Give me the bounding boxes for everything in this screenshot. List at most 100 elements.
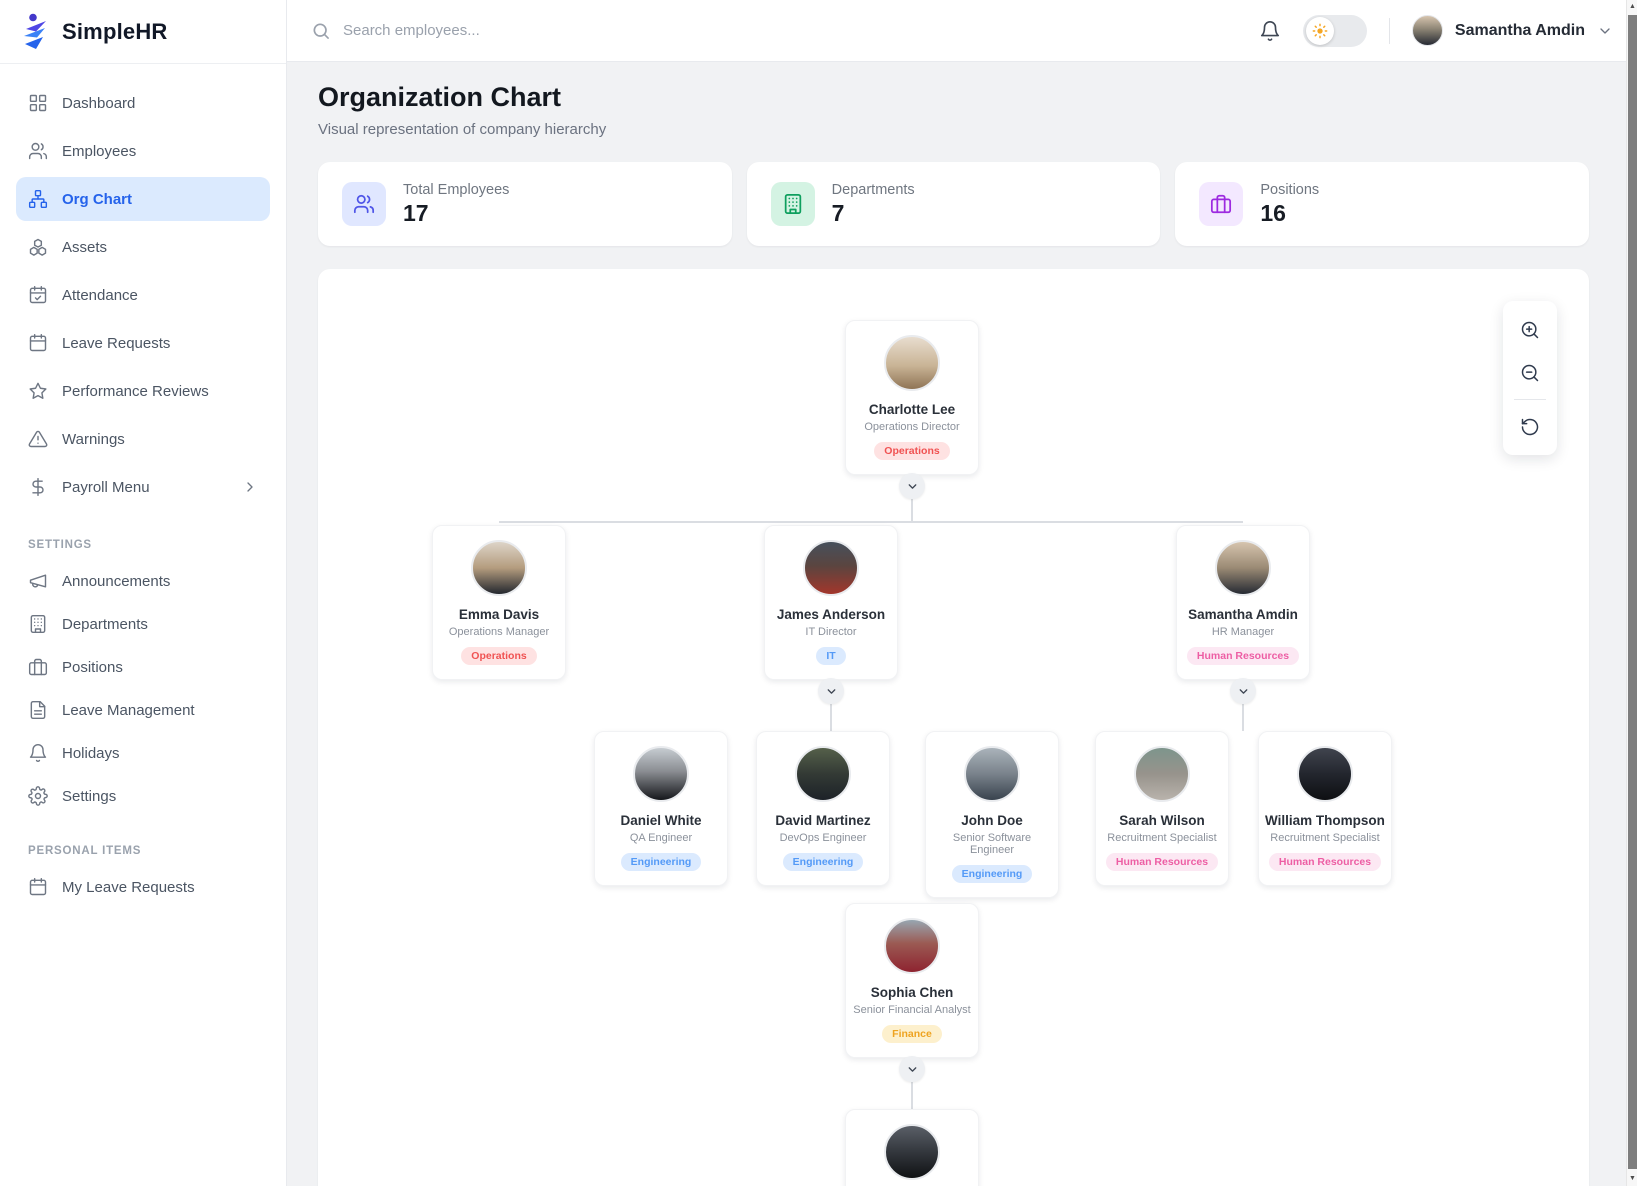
sidebar-item-employees[interactable]: Employees: [16, 129, 270, 173]
avatar: [1297, 746, 1353, 802]
sidebar-item-label: Leave Requests: [62, 334, 171, 352]
star-icon: [29, 382, 47, 399]
sidebar-item-leave-requests[interactable]: Leave Requests: [16, 321, 270, 365]
sidebar-item-assets[interactable]: Assets: [16, 225, 270, 269]
org-node-john-doe[interactable]: John Doe Senior Software Engineer Engine…: [925, 731, 1059, 898]
chevron-down-icon: [1239, 688, 1247, 694]
vertical-scrollbar[interactable]: ▲ ▼: [1626, 0, 1637, 1186]
avatar: [795, 746, 851, 802]
employee-name: Samantha Amdin: [1188, 607, 1298, 622]
employee-name: James Anderson: [776, 607, 886, 622]
org-node-daniel-white[interactable]: Daniel White QA Engineer Engineering: [594, 731, 728, 886]
department-badge: Finance: [882, 1025, 942, 1043]
sidebar-item-attendance[interactable]: Attendance: [16, 273, 270, 317]
file-text-icon: [30, 700, 46, 720]
employee-title: Operations Director: [864, 421, 960, 433]
chevron-right-icon: [247, 482, 253, 492]
stat-card-departments: Departments 7: [746, 162, 1161, 246]
org-node-sophia-chen[interactable]: Sophia Chen Senior Financial Analyst Fin…: [845, 903, 979, 1058]
chevron-down-icon: [908, 483, 916, 489]
sidebar-item-label: Warnings: [62, 430, 125, 448]
stat-icon-tile: [1199, 182, 1244, 226]
department-badge: Operations: [874, 442, 950, 460]
brand-name: SimpleHR: [62, 19, 168, 45]
megaphone-icon: [29, 574, 47, 588]
collapse-node-button[interactable]: [899, 1056, 925, 1082]
employee-name: Charlotte Lee: [868, 402, 956, 417]
stat-card-total-employees: Total Employees 17: [318, 162, 732, 246]
scrollbar-thumb[interactable]: [1628, 15, 1637, 1169]
zoom-out-button[interactable]: [1503, 351, 1557, 394]
users-icon: [28, 142, 48, 160]
sidebar-item-performance-reviews[interactable]: Performance Reviews: [16, 369, 270, 413]
sidebar-item-label: Holidays: [62, 744, 120, 762]
org-node-william-thompson[interactable]: William Thompson Recruitment Specialist …: [1258, 731, 1392, 886]
stat-value: 16: [1260, 199, 1286, 226]
topbar-actions: Samantha Amdin: [1259, 14, 1613, 47]
sidebar: SimpleHR Dashboard Employees Org Chart A…: [0, 0, 287, 1186]
collapse-node-button[interactable]: [1230, 678, 1256, 704]
page-subtitle: Visual representation of company hierarc…: [318, 121, 607, 138]
sidebar-item-payroll-menu[interactable]: Payroll Menu: [16, 465, 270, 509]
collapse-node-button[interactable]: [899, 473, 925, 499]
collapse-node-button[interactable]: [818, 678, 844, 704]
sidebar-item-label: Performance Reviews: [62, 382, 209, 400]
scroll-up-arrow[interactable]: ▲: [1629, 3, 1636, 10]
stat-value: 17: [403, 199, 429, 226]
sidebar-item-label: Org Chart: [62, 190, 133, 208]
sidebar-item-org-chart[interactable]: Org Chart: [16, 177, 270, 221]
employee-name: John Doe: [961, 813, 1023, 828]
chevron-down-icon: [827, 688, 835, 694]
connector-line: [1242, 704, 1244, 731]
search-bar: [311, 21, 1259, 41]
avatar: [964, 746, 1020, 802]
sidebar-item-announcements[interactable]: Announcements: [16, 561, 270, 601]
sidebar-item-label: My Leave Requests: [62, 878, 195, 896]
sidebar-item-positions[interactable]: Positions: [16, 647, 270, 687]
department-badge: Human Resources: [1186, 647, 1300, 665]
sidebar-item-leave-management[interactable]: Leave Management: [16, 690, 270, 730]
scroll-down-arrow[interactable]: ▼: [1629, 1175, 1636, 1182]
org-node-james-anderson[interactable]: James Anderson IT Director IT: [764, 525, 898, 680]
topbar: Samantha Amdin: [287, 0, 1637, 62]
zoom-in-icon: [1521, 321, 1539, 338]
org-node-partial[interactable]: [845, 1109, 979, 1186]
sidebar-item-my-leave-requests[interactable]: My Leave Requests: [16, 867, 270, 907]
bell-icon: [1260, 20, 1279, 41]
theme-toggle[interactable]: [1302, 14, 1367, 47]
stats-row: Total Employees 17 Departments 7 Positio…: [318, 162, 1590, 246]
sidebar-item-departments[interactable]: Departments: [16, 604, 270, 644]
avatar: [884, 918, 940, 974]
sidebar-item-label: Payroll Menu: [62, 478, 150, 496]
notifications-button[interactable]: [1259, 20, 1281, 42]
sidebar-item-warnings[interactable]: Warnings: [16, 417, 270, 461]
sidebar-item-settings[interactable]: Settings: [16, 776, 270, 816]
org-node-emma-davis[interactable]: Emma Davis Operations Manager Operations: [432, 525, 566, 680]
sidebar-item-label: Settings: [62, 787, 117, 805]
search-input[interactable]: [343, 22, 763, 39]
page-title: Organization Chart: [318, 82, 562, 112]
avatar: [1215, 540, 1271, 596]
org-node-david-martinez[interactable]: David Martinez DevOps Engineer Engineeri…: [756, 731, 890, 886]
employee-title: Recruitment Specialist: [1107, 832, 1217, 844]
gear-icon: [28, 786, 48, 806]
org-node-charlotte-lee[interactable]: Charlotte Lee Operations Director Operat…: [845, 320, 979, 475]
employee-name: Sarah Wilson: [1119, 813, 1205, 828]
sidebar-item-dashboard[interactable]: Dashboard: [16, 81, 270, 125]
search-icon: [313, 23, 329, 39]
user-menu[interactable]: Samantha Amdin: [1411, 15, 1613, 46]
reset-view-button[interactable]: [1503, 405, 1557, 448]
users-icon: [353, 194, 375, 214]
department-badge: Human Resources: [1268, 853, 1382, 871]
sidebar-item-label: Assets: [62, 238, 108, 256]
zoom-in-button[interactable]: [1503, 308, 1557, 351]
dollar-icon: [32, 477, 44, 497]
department-badge: Operations: [461, 647, 537, 665]
calendar-icon: [29, 333, 47, 352]
chart-zoom-controls: [1503, 301, 1557, 455]
briefcase-icon: [1211, 194, 1232, 214]
org-node-samantha-amdin[interactable]: Samantha Amdin HR Manager Human Resource…: [1176, 525, 1310, 680]
sidebar-item-holidays[interactable]: Holidays: [16, 733, 270, 773]
employee-title: Senior Financial Analyst: [853, 1004, 971, 1016]
org-node-sarah-wilson[interactable]: Sarah Wilson Recruitment Specialist Huma…: [1095, 731, 1229, 886]
